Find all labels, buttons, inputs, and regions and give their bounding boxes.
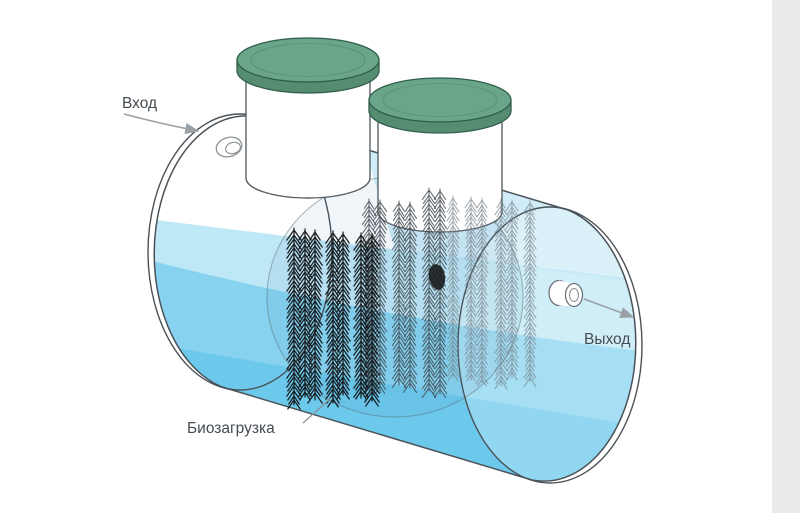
outlet-label: Выход	[584, 331, 630, 348]
outlet-arrow	[583, 298, 635, 318]
bioload-brush-strand	[464, 196, 478, 382]
bioload-brush-strand	[523, 200, 537, 388]
bioload-brush-strand	[505, 199, 519, 381]
hatch-rear-lid-top	[236, 37, 380, 83]
bioload-brush-strand	[307, 229, 323, 404]
outlet-pipe-front	[564, 282, 584, 308]
bioload-pointer-line	[302, 397, 332, 424]
bioload-brush-strand	[286, 227, 302, 410]
hatch-front-lid-inner	[382, 83, 498, 117]
inlet-arrow	[123, 113, 200, 135]
bioload-brush-strand	[446, 195, 460, 382]
outlet-pipe-bore	[568, 287, 580, 303]
outlet-pipe-icon	[548, 279, 584, 308]
bioload-label: Биозагрузка	[187, 420, 275, 437]
hatch-front-lid-top	[368, 77, 512, 123]
bioload-brushes	[286, 187, 537, 410]
bioload-brush-strand	[494, 198, 508, 390]
hatch-rear-lid-inner	[250, 43, 366, 77]
right-gutter	[772, 0, 800, 513]
inlet-label: Вход	[122, 95, 157, 112]
right-face-rim	[457, 206, 643, 484]
bioload-brush-strand	[391, 200, 407, 388]
bioload-brush-strand	[364, 233, 380, 407]
bioload-brush-strand	[353, 232, 369, 400]
bioload-brush-strand	[421, 187, 437, 398]
hatch-rear-neck	[245, 64, 371, 199]
tank-outline	[153, 115, 637, 482]
bioload-brush-strand	[402, 201, 418, 393]
inlet-pipe-inner	[225, 141, 241, 155]
bioload-blob	[428, 264, 446, 290]
bioload-brush-strand	[335, 231, 351, 400]
inlet-pipe-icon	[215, 136, 243, 158]
hatch-rear	[236, 37, 380, 199]
bioload-brush-strand	[475, 197, 489, 387]
